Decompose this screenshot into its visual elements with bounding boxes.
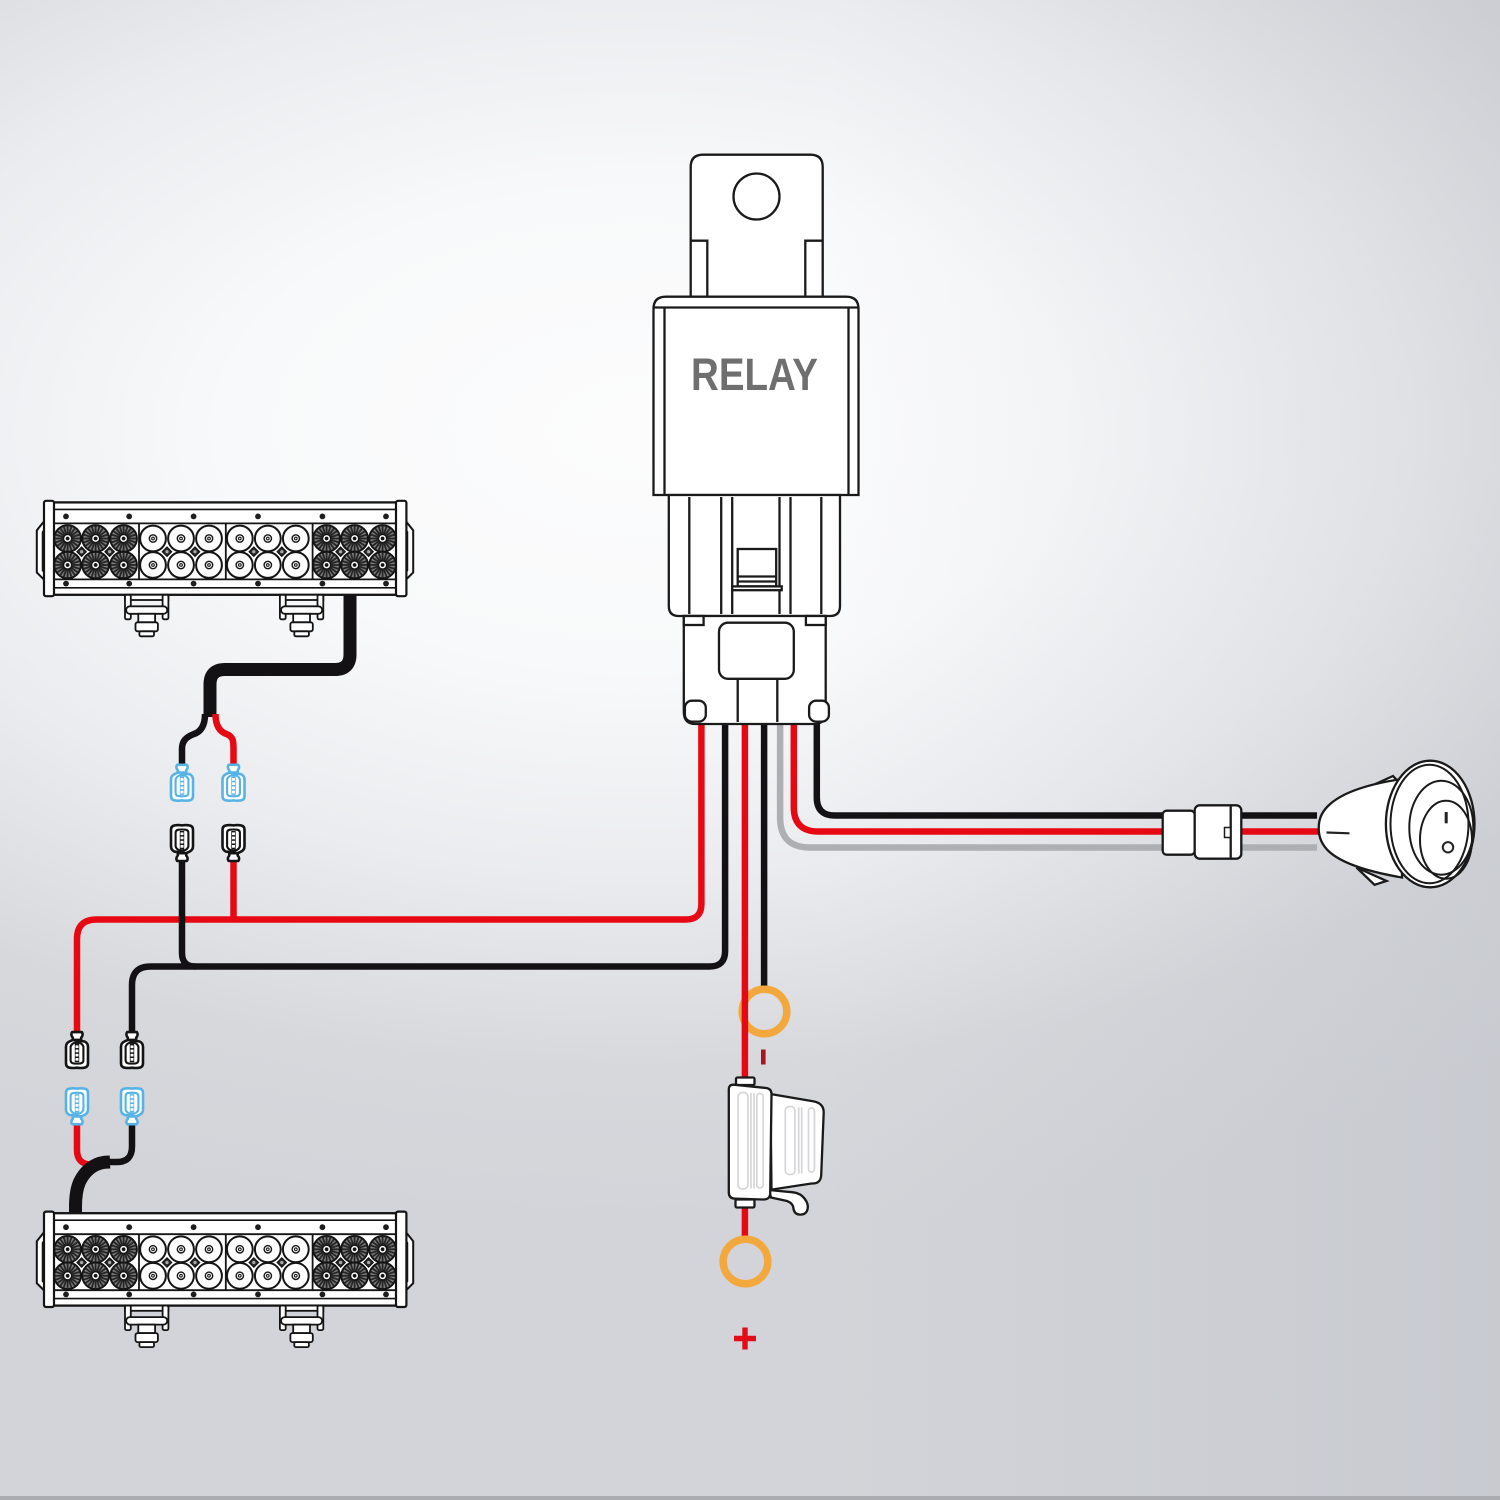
svg-text:RELAY: RELAY <box>691 349 818 400</box>
